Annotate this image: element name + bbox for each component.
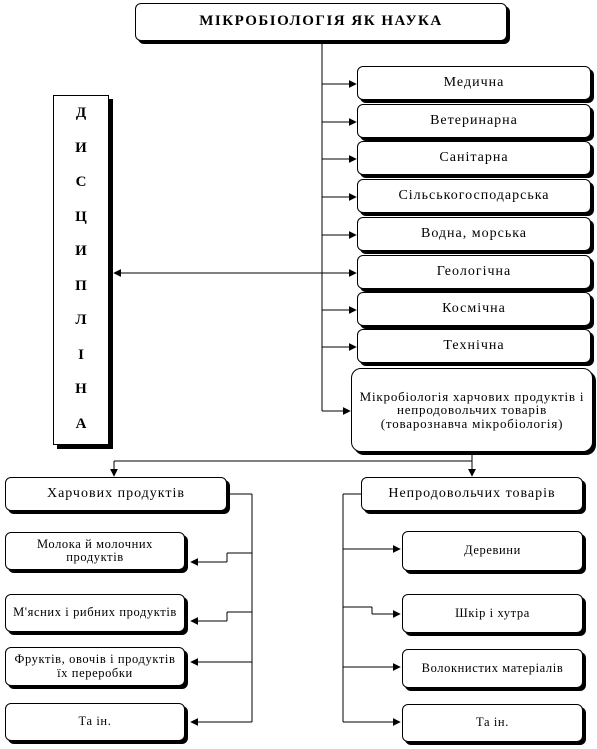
food-products-heading: Харчових продуктів: [5, 477, 227, 511]
disciplines-letter: Д: [75, 105, 87, 121]
disciplines-letter: П: [75, 277, 87, 294]
food-item-meat-fish: М'ясних і рибних продуктів: [5, 594, 185, 632]
branch-space: Космічна: [357, 292, 591, 326]
branch-agricultural: Сільськогосподарська: [357, 179, 591, 213]
disciplines-letter: И: [75, 243, 87, 260]
disciplines-letter: А: [75, 415, 87, 432]
nonfood-item-leather-fur: Шкір і хутра: [402, 594, 583, 633]
disciplines-letter: И: [75, 139, 87, 156]
food-item-dairy: Молока й молочних продуктів: [5, 532, 185, 570]
main-title: МІКРОБІОЛОГІЯ ЯК НАУКА: [135, 3, 507, 41]
disciplines-column: Д И С Ц И П Л І Н А: [53, 95, 109, 445]
food-item-fruits-vegetables: Фруктів, овочів і продуктів їх переробки: [5, 647, 185, 686]
disciplines-letter: С: [75, 174, 87, 191]
food-item-other: Та ін.: [5, 703, 185, 741]
branch-sanitary: Санітарна: [357, 141, 591, 175]
nonfood-goods-heading: Непродовольчих товарів: [361, 477, 583, 511]
nonfood-item-other: Та ін.: [402, 704, 583, 742]
branch-veterinary: Ветеринарна: [357, 104, 591, 138]
disciplines-letter: Ц: [75, 208, 87, 225]
nonfood-item-wood: Деревини: [402, 531, 583, 571]
branch-water-marine: Водна, морська: [357, 217, 591, 251]
branch-medical: Медична: [357, 66, 591, 100]
branch-geological: Геологічна: [357, 255, 591, 289]
disciplines-letter: Л: [75, 312, 87, 329]
branch-technical: Технічна: [357, 329, 591, 363]
disciplines-letter: І: [78, 346, 84, 363]
branch-food-microbiology: Мікробіологія харчових продуктів і непро…: [351, 368, 593, 452]
nonfood-item-fibers: Волокнистих матеріалів: [402, 649, 583, 688]
disciplines-letter: Н: [75, 381, 87, 398]
